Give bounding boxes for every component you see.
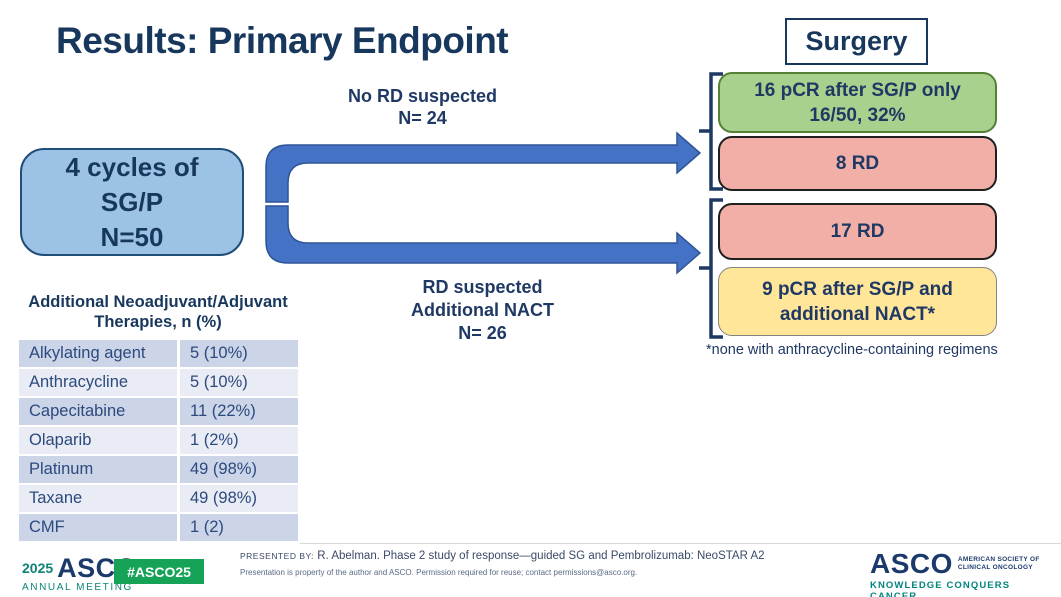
therapy-cell: Anthracycline	[19, 369, 177, 396]
bottom-path-label-line3: N= 26	[458, 323, 507, 343]
top-path-label: No RD suspected N= 24	[330, 85, 515, 129]
outcome-box-pcr-sgp-only: 16 pCR after SG/P only 16/50, 32%	[718, 72, 997, 133]
footer-divider	[300, 543, 1061, 544]
therapy-cell: CMF	[19, 514, 177, 541]
value-cell: 49 (98%)	[180, 456, 298, 483]
surgery-label: Surgery	[805, 26, 908, 56]
source-box: 4 cycles of SG/P N=50	[20, 148, 244, 256]
bottom-path-label: RD suspected Additional NACT N= 26	[390, 276, 575, 345]
top-path-label-line1: No RD suspected	[347, 86, 498, 106]
knowledge-tagline: KNOWLEDGE CONQUERS CANCER	[870, 580, 1011, 597]
hashtag-label: #ASCO25	[127, 563, 191, 580]
source-box-line2: SG/P	[100, 186, 164, 217]
source-box-line1: 4 cycles of	[65, 151, 199, 182]
outcome-line: 16 pCR after SG/P only	[754, 79, 961, 101]
presented-by-label: PRESENTED BY:	[240, 551, 315, 561]
therapy-cell: Platinum	[19, 456, 177, 483]
bent-arrow-bottom-icon	[265, 205, 702, 275]
slide-title: Results: Primary Endpoint	[56, 20, 509, 61]
outcome-line: 16/50, 32%	[809, 104, 906, 126]
outcome-box-8rd: 8 RD	[718, 136, 997, 191]
value-cell: 5 (10%)	[180, 340, 298, 367]
therapy-cell: Taxane	[19, 485, 177, 512]
society-line1: AMERICAN SOCIETY OF	[957, 556, 1040, 563]
value-cell: 5 (10%)	[180, 369, 298, 396]
asco-logo-right: ASCO	[870, 548, 953, 579]
hashtag-badge: #ASCO25	[114, 559, 204, 584]
annual-meeting-label: ANNUAL MEETING	[22, 582, 133, 593]
value-cell: 1 (2)	[180, 514, 298, 541]
outcome-line: 8 RD	[835, 153, 880, 174]
outcome-line: 9 pCR after SG/P and	[762, 278, 953, 300]
source-box-line3: N=50	[100, 221, 164, 252]
value-cell: 11 (22%)	[180, 398, 298, 425]
footnote: *none with anthracycline-containing regi…	[706, 342, 998, 358]
society-line2: CLINICAL ONCOLOGY	[957, 564, 1033, 571]
value-cell: 1 (2%)	[180, 427, 298, 454]
outcome-line: additional NACT*	[779, 303, 936, 325]
therapy-table-title-line2: Therapies, n (%)	[94, 313, 222, 331]
therapy-table-title: Additional Neoadjuvant/Adjuvant Therapie…	[8, 292, 308, 332]
bottom-path-label-line2: Additional NACT	[411, 300, 554, 320]
value-cell: 49 (98%)	[180, 485, 298, 512]
therapy-cell: Olaparib	[19, 427, 177, 454]
logo-year: 2025	[22, 560, 54, 576]
bottom-path-label-line1: RD suspected	[422, 277, 543, 297]
presented-by-block: PRESENTED BY: R. Abelman. Phase 2 study …	[240, 550, 800, 577]
therapy-cell: Capecitabine	[19, 398, 177, 425]
surgery-box: Surgery	[785, 18, 928, 65]
presented-by-text: R. Abelman. Phase 2 study of response—gu…	[317, 550, 765, 562]
outcome-box-17rd: 17 RD	[718, 203, 997, 260]
copyright-note: Presentation is property of the author a…	[240, 568, 638, 577]
therapy-cell: Alkylating agent	[19, 340, 177, 367]
therapy-table-title-line1: Additional Neoadjuvant/Adjuvant	[28, 293, 288, 311]
outcome-line: 17 RD	[830, 221, 885, 242]
asco-society-logo: ASCO AMERICAN SOCIETY OF CLINICAL ONCOLO…	[870, 548, 1061, 597]
top-path-label-line2: N= 24	[398, 108, 447, 128]
outcome-box-pcr-additional-nact: 9 pCR after SG/P and additional NACT*	[718, 267, 997, 336]
bent-arrow-top-icon	[265, 131, 702, 203]
